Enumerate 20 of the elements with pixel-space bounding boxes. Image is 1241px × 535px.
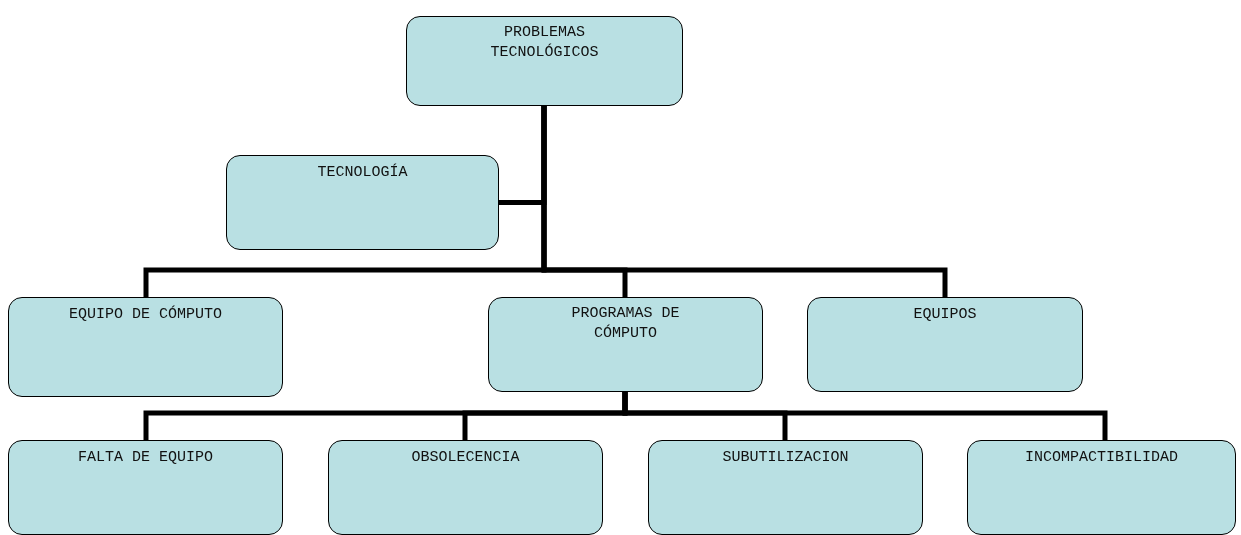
process-box — [406, 16, 683, 106]
connector-line — [541, 106, 948, 297]
box-label: PROGRAMAS DE CÓMPUTO — [570, 304, 681, 344]
box-label: TECNOLOGÍA — [317, 163, 408, 183]
process-box — [488, 297, 763, 392]
process-box — [807, 297, 1083, 392]
process-box — [328, 440, 603, 535]
box-label: EQUIPOS — [913, 305, 977, 325]
box-label: SUBUTILIZACION — [722, 448, 849, 468]
process-box — [226, 155, 499, 250]
process-box — [8, 440, 283, 535]
process-box — [8, 297, 283, 397]
box-label: FALTA DE EQUIPO — [78, 448, 213, 468]
process-box — [648, 440, 923, 535]
box-label: PROBLEMAS TECNOLÓGICOS — [489, 23, 600, 63]
box-label: OBSOLECENCIA — [411, 448, 520, 468]
box-label: INCOMPACTIBILIDAD — [1025, 448, 1178, 468]
connector-line — [622, 392, 1108, 440]
process-box — [967, 440, 1236, 535]
box-label: EQUIPO DE CÓMPUTO — [69, 305, 222, 325]
